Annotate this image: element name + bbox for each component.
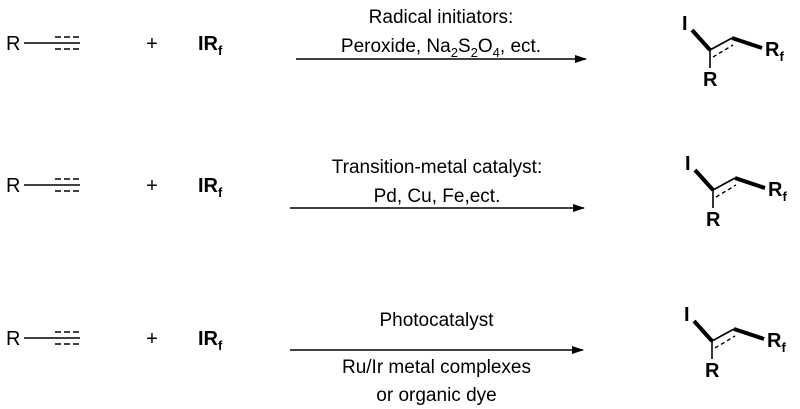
substrate-r-label: R bbox=[6, 175, 20, 197]
substrate-alkyne: R bbox=[6, 175, 80, 197]
iodine-label: I bbox=[685, 153, 691, 175]
product-vinyl-iodide: I R Rf bbox=[682, 13, 784, 91]
condition-text: Photocatalyst bbox=[379, 310, 494, 331]
condition-text: Pd, Cu, Fe,ect. bbox=[374, 186, 501, 207]
condition-text: Peroxide, Na2S2O4, ect. bbox=[341, 36, 541, 60]
reagent-irf: IRf bbox=[198, 175, 223, 200]
rf-group-label: Rf bbox=[765, 39, 784, 64]
dashed-alkene-bond bbox=[714, 335, 736, 349]
substrate-r-label: R bbox=[6, 328, 20, 350]
reagent-irf: IRf bbox=[198, 328, 223, 353]
iodine-label: I bbox=[684, 304, 690, 326]
c-rf-bond bbox=[731, 36, 763, 50]
dashed-alkene-bond bbox=[715, 184, 737, 198]
alkene-bond bbox=[711, 328, 735, 342]
c-i-bond bbox=[692, 319, 714, 343]
iodine-label: I bbox=[682, 13, 688, 35]
r-group-label: R bbox=[703, 69, 718, 91]
plus-sign: + bbox=[146, 33, 158, 55]
c-i-bond bbox=[690, 28, 712, 52]
plus-sign: + bbox=[146, 328, 158, 350]
reagent-irf: IRf bbox=[198, 33, 223, 58]
substrate-alkyne: R bbox=[6, 328, 80, 350]
c-i-bond bbox=[693, 168, 715, 192]
product-vinyl-iodide: I R Rf bbox=[685, 153, 787, 231]
rf-group-label: Rf bbox=[767, 330, 786, 355]
condition-text: Ru/Ir metal complexes bbox=[342, 357, 531, 378]
c-rf-bond bbox=[734, 176, 766, 190]
rf-group-label: Rf bbox=[768, 179, 787, 204]
alkene-bond bbox=[709, 37, 733, 51]
substrate-r-label: R bbox=[6, 33, 20, 55]
substrate-alkyne: R bbox=[6, 33, 80, 55]
r-group-label: R bbox=[705, 360, 720, 382]
dashed-alkene-bond bbox=[712, 44, 734, 58]
r-group-label: R bbox=[706, 209, 721, 231]
condition-text: Transition-metal catalyst: bbox=[332, 157, 542, 178]
condition-text: or organic dye bbox=[376, 385, 496, 406]
product-vinyl-iodide: I R Rf bbox=[684, 304, 786, 382]
c-rf-bond bbox=[733, 327, 765, 341]
condition-text: Radical initiators: bbox=[369, 7, 514, 28]
plus-sign: + bbox=[146, 175, 158, 197]
alkene-bond bbox=[712, 177, 736, 191]
